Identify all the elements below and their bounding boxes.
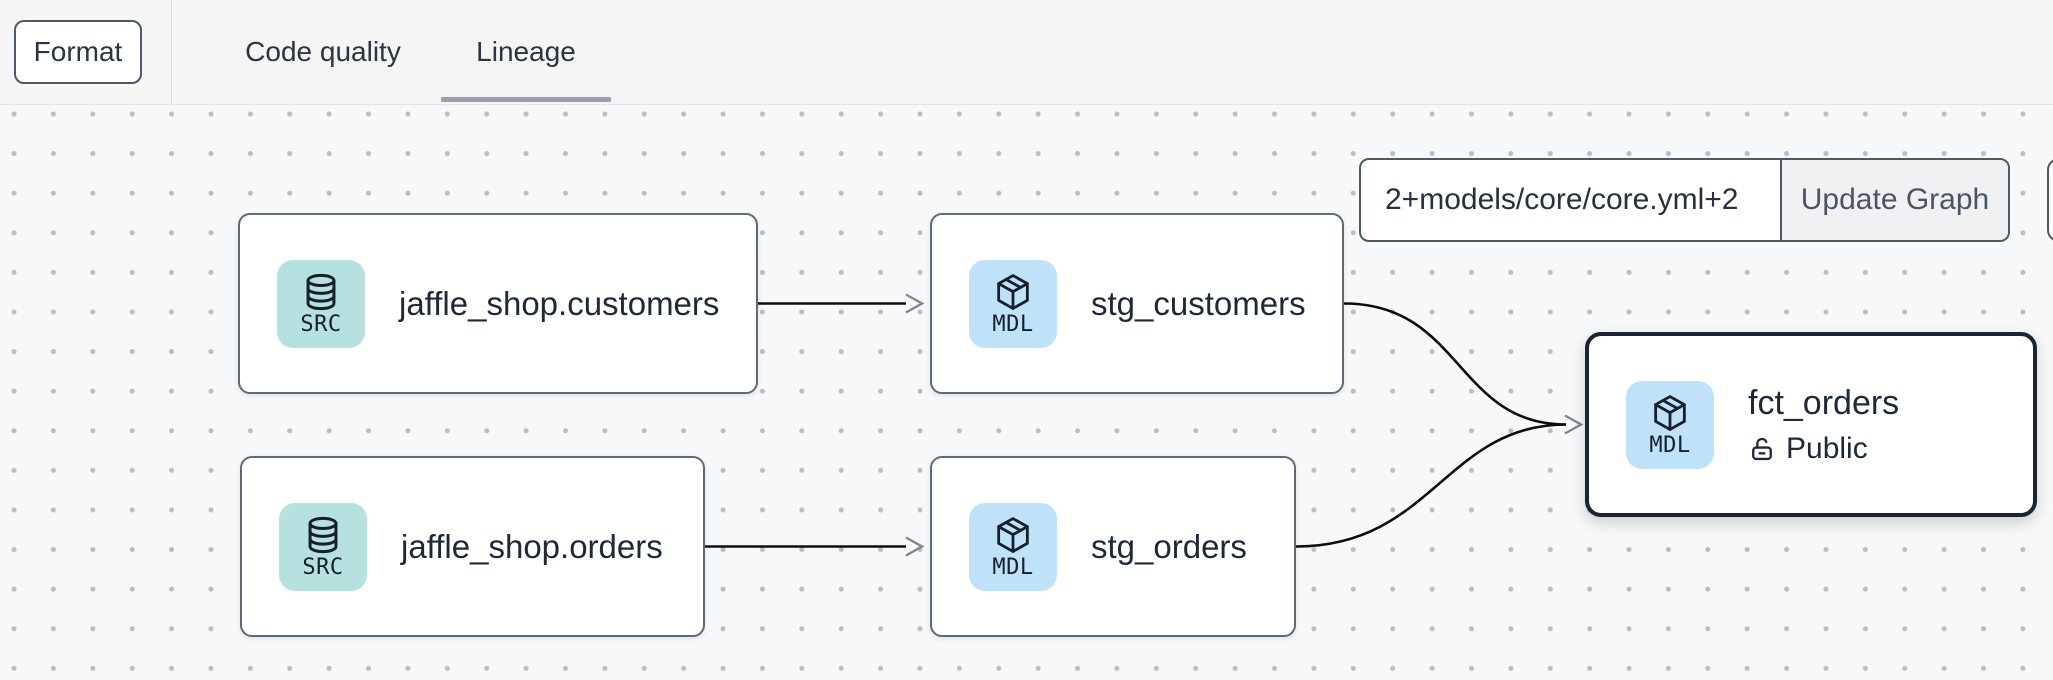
model-type-badge: MDL <box>969 259 1057 348</box>
node-jaffle-shop-orders[interactable]: SRC jaffle_shop.orders <box>240 456 705 637</box>
node-label: jaffle_shop.customers <box>399 284 720 322</box>
badge-type-label: MDL <box>992 311 1034 337</box>
cube-icon <box>997 273 1029 310</box>
node-fct-orders[interactable]: MDL fct_orders Public <box>1585 332 2037 517</box>
badge-type-label: SRC <box>300 311 342 337</box>
update-graph-button[interactable]: Update Graph <box>1780 160 2008 240</box>
tab-lineage-label: Lineage <box>476 36 576 67</box>
tab-code-quality-label: Code quality <box>245 36 401 67</box>
tab-code-quality[interactable]: Code quality <box>245 0 401 104</box>
model-type-badge: MDL <box>1626 380 1714 469</box>
source-type-badge: SRC <box>277 259 365 348</box>
arrowhead-icon <box>905 536 925 557</box>
node-label: stg_customers <box>1091 284 1306 322</box>
tab-lineage[interactable]: Lineage <box>441 0 611 104</box>
toolbar-divider <box>171 0 172 104</box>
clipped-right-button[interactable] <box>2047 158 2053 242</box>
edge-stg-orders-to-fct-orders <box>1295 423 1567 548</box>
node-stg-orders[interactable]: MDL stg_orders <box>930 456 1296 637</box>
node-selector-input[interactable] <box>1361 160 1780 240</box>
database-icon <box>308 516 338 553</box>
badge-type-label: SRC <box>302 554 344 580</box>
node-stg-customers[interactable]: MDL stg_customers <box>930 213 1344 394</box>
access-label: Public <box>1786 431 1868 465</box>
arrowhead-icon <box>905 293 925 314</box>
access-row: Public <box>1748 432 1899 466</box>
database-icon <box>306 273 336 310</box>
cube-icon <box>1654 394 1686 431</box>
arrowhead-icon <box>1564 414 1584 435</box>
cube-icon <box>997 516 1029 553</box>
badge-type-label: MDL <box>992 554 1034 580</box>
badge-type-label: MDL <box>1649 432 1691 458</box>
model-type-badge: MDL <box>969 502 1057 591</box>
node-label: stg_orders <box>1091 527 1247 565</box>
edge-stg-customers-to-fct-orders <box>1343 302 1567 426</box>
node-label: fct_orders <box>1748 383 1900 422</box>
node-text-block: fct_orders Public <box>1748 384 1899 466</box>
node-label: jaffle_shop.orders <box>401 527 663 565</box>
active-tab-indicator <box>441 97 611 102</box>
node-jaffle-shop-customers[interactable]: SRC jaffle_shop.customers <box>238 213 758 394</box>
graph-selector-group: Update Graph <box>1359 158 2010 242</box>
editor-toolbar: Format Code quality Lineage <box>0 0 2053 105</box>
lock-open-icon <box>1752 437 1772 460</box>
source-type-badge: SRC <box>279 502 367 591</box>
format-button[interactable]: Format <box>14 20 142 84</box>
